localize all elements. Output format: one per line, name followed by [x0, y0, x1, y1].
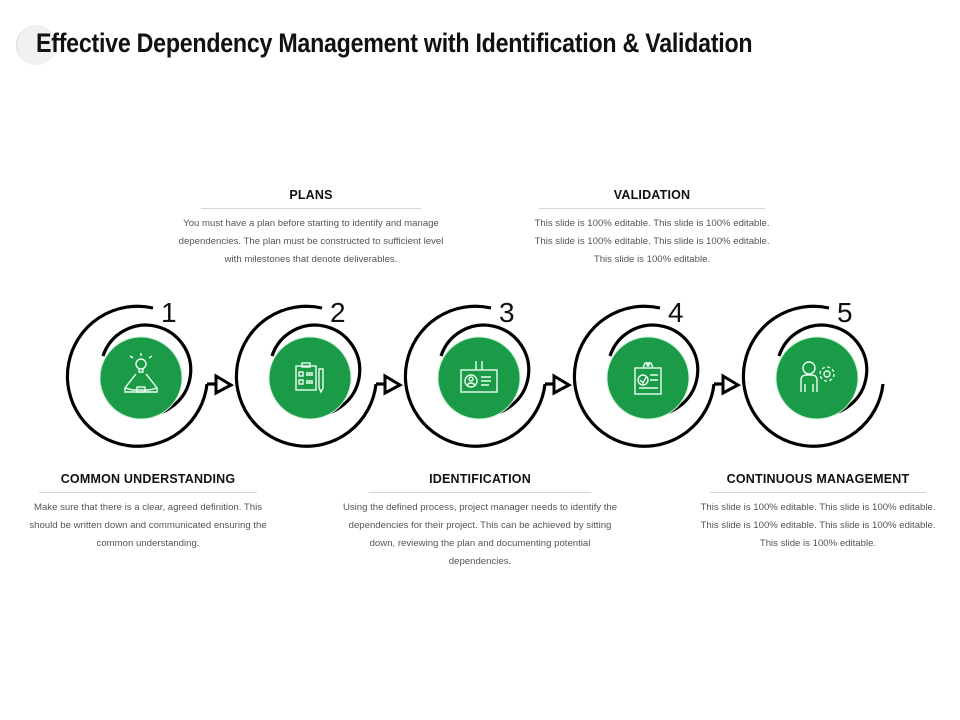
step-number-5: 5	[837, 297, 853, 328]
step-1: 1	[65, 297, 233, 448]
arrow-right-icon	[205, 374, 233, 395]
step-number-3: 3	[499, 297, 515, 328]
person-gear-icon	[800, 361, 835, 392]
step-number-1: 1	[161, 297, 177, 328]
step-number-2: 2	[330, 297, 346, 328]
step-3: 3	[403, 297, 571, 448]
title-decoration-circle	[16, 25, 57, 65]
step-5: 5	[741, 297, 885, 448]
arrow-right-icon	[543, 374, 571, 395]
common-understanding-heading: COMMON UNDERSTANDING	[39, 472, 257, 493]
plans-heading: PLANS	[201, 188, 421, 209]
meditation-lightbulb-icon	[123, 353, 159, 393]
common-understanding-block: COMMON UNDERSTANDING Make sure that ther…	[28, 472, 268, 553]
page-title: Effective Dependency Management with Ide…	[36, 28, 753, 58]
continuous-management-block: CONTINUOUS MANAGEMENT This slide is 100%…	[700, 472, 936, 553]
arrow-right-icon	[712, 374, 740, 395]
identification-heading: IDENTIFICATION	[369, 472, 591, 493]
plans-block: PLANS You must have a plan before starti…	[170, 188, 452, 269]
arrow-right-icon	[374, 374, 402, 395]
identification-description: Using the defined process, project manag…	[342, 502, 618, 567]
continuous-management-heading: CONTINUOUS MANAGEMENT	[710, 472, 926, 493]
common-understanding-description: Make sure that there is a clear, agreed …	[29, 502, 267, 549]
plans-description: You must have a plan before starting to …	[178, 218, 444, 265]
step-4: 4	[572, 297, 740, 448]
step-2: 2	[234, 297, 402, 448]
continuous-management-description: This slide is 100% editable. This slide …	[700, 502, 936, 549]
validation-description: This slide is 100% editable. This slide …	[534, 218, 770, 265]
clipboard-check-icon	[634, 362, 662, 395]
step-number-4: 4	[668, 297, 684, 328]
identification-block: IDENTIFICATION Using the defined process…	[338, 472, 622, 571]
validation-heading: VALIDATION	[539, 188, 765, 209]
clipboard-checklist-pen-icon	[295, 362, 324, 394]
id-badge-icon	[460, 361, 498, 393]
validation-block: VALIDATION This slide is 100% editable. …	[527, 188, 777, 269]
